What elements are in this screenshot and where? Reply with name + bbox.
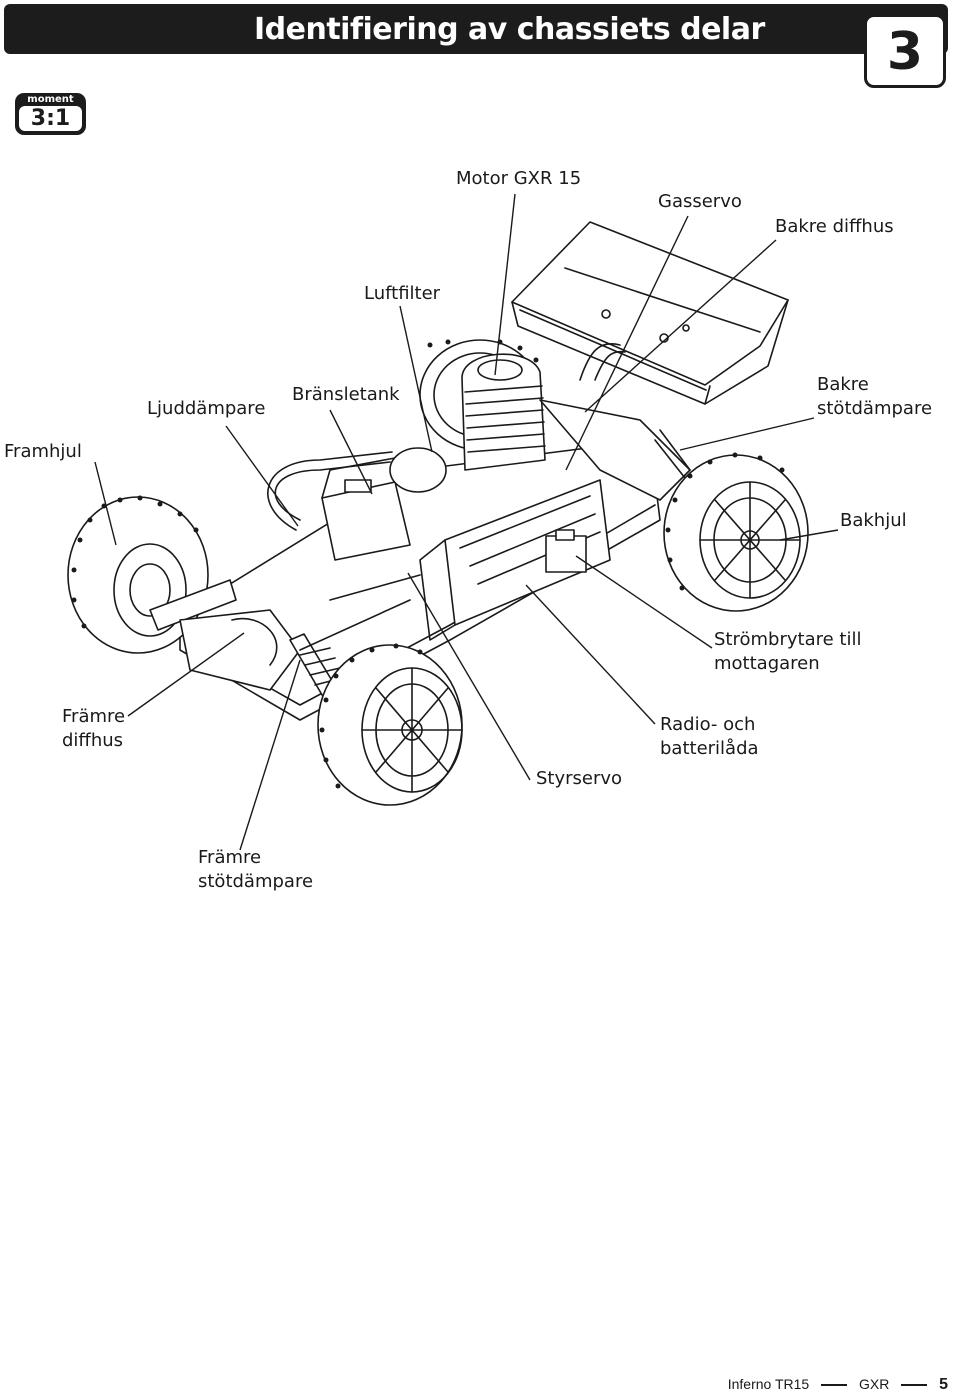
front-right-wheel-shape: [317, 644, 463, 806]
label-switch-1: Strömbrytare till: [714, 629, 862, 650]
label-muffler: Ljuddämpare: [147, 398, 266, 419]
label-rear-shock-1: Bakre: [817, 374, 869, 395]
label-motor: Motor GXR 15: [456, 168, 582, 189]
label-fuel-tank: Bränsletank: [292, 384, 400, 405]
moment-value: 3:1: [30, 106, 71, 131]
label-radio-box-1: Radio- och: [660, 714, 756, 735]
page-title: Identifiering av chassiets delar: [254, 12, 765, 47]
label-front-wheel: Framhjul: [4, 441, 82, 462]
front-left-shock-shape: [149, 579, 237, 631]
page-number: 5: [939, 1376, 948, 1393]
label-steering-servo: Styrservo: [536, 768, 623, 789]
chapter-number: 3: [886, 22, 924, 82]
footer-separator-2: [901, 1384, 928, 1387]
rear-shock-shape: [654, 429, 691, 479]
tyre-knobs: [71, 339, 785, 789]
rear-right-wheel-shape: [663, 454, 809, 612]
chapter-badge: 3: [864, 14, 946, 88]
rear-wing-shape: [511, 221, 789, 405]
label-rear-shock-2: stötdämpare: [817, 398, 933, 419]
footer: Inferno TR15 GXR 5: [728, 1374, 948, 1394]
label-front-shock-1: Främre: [198, 847, 262, 868]
label-rear-wheel: Bakhjul: [840, 510, 907, 531]
label-rear-diff: Bakre diffhus: [775, 216, 894, 237]
header-bar: Identifiering av chassiets delar: [4, 4, 948, 54]
air-filter-shape: [389, 447, 447, 493]
footer-product: Inferno TR15: [727, 1376, 810, 1392]
label-front-shock-2: stötdämpare: [198, 871, 314, 892]
moment-label: moment: [27, 94, 74, 105]
label-switch-2: mottagaren: [714, 653, 820, 674]
radio-box-shape: [444, 479, 611, 626]
engine-shape: [461, 353, 546, 471]
leader-lines: [94, 193, 839, 851]
fuel-tank-shape: [321, 481, 411, 561]
label-radio-box-2: batterilåda: [660, 738, 759, 759]
moment-badge: moment 3:1: [15, 93, 86, 135]
label-front-diff-1: Främre: [62, 706, 126, 727]
label-air-filter: Luftfilter: [364, 283, 441, 304]
footer-separator: [821, 1384, 848, 1387]
label-gasservo: Gasservo: [658, 191, 742, 212]
moment-inner: 3:1: [19, 106, 82, 131]
label-front-diff-2: diffhus: [62, 730, 124, 751]
footer-model: GXR: [858, 1376, 890, 1392]
